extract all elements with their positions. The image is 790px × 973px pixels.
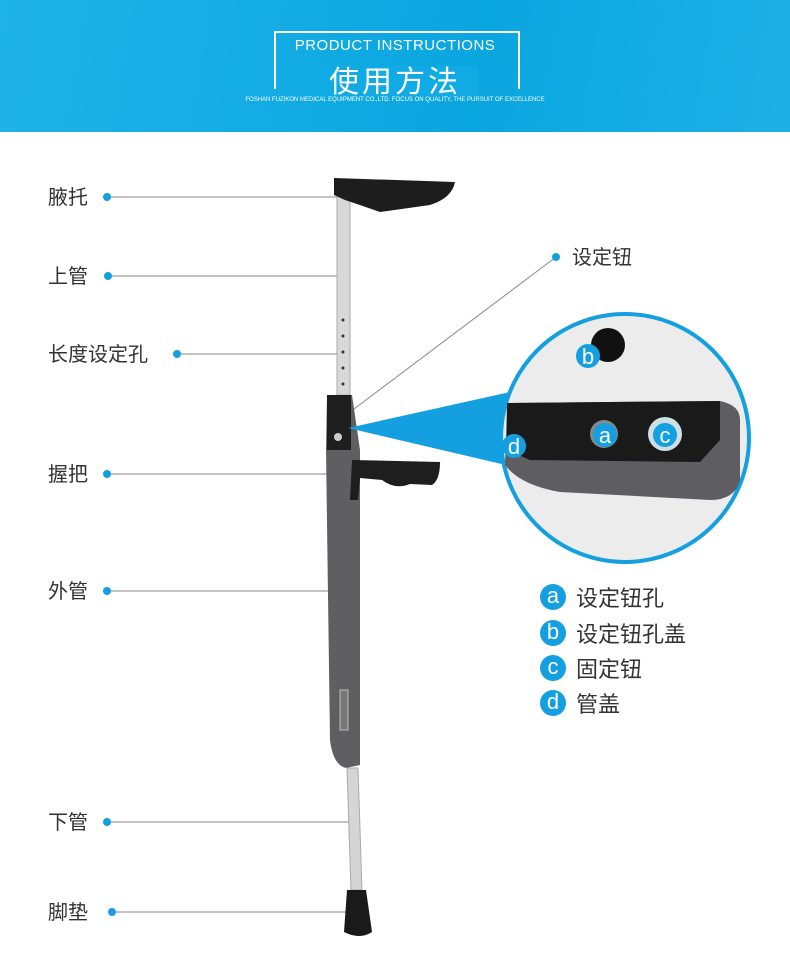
part-label-foot-pad: 脚垫 bbox=[48, 900, 88, 924]
leader-lines bbox=[107, 196, 557, 913]
svg-text:c: c bbox=[660, 423, 671, 448]
legend-badge: d bbox=[540, 690, 566, 716]
part-label-handle: 握把 bbox=[48, 462, 88, 486]
legend-item-d: d 管盖 bbox=[540, 687, 620, 719]
legend-item-a: a 设定钮孔 bbox=[540, 581, 664, 613]
part-label-set-button: 设定钮 bbox=[572, 245, 632, 269]
callout-badges bbox=[502, 344, 677, 458]
svg-text:a: a bbox=[599, 423, 612, 448]
title-cn: 使用方法 bbox=[329, 65, 461, 100]
svg-text:b: b bbox=[582, 344, 594, 369]
legend-label: 设定钮孔 bbox=[576, 587, 665, 612]
legend-badge: c bbox=[540, 655, 566, 681]
part-label-upper-tube: 上管 bbox=[48, 264, 88, 288]
legend-item-b: b 设定钮孔盖 bbox=[540, 617, 686, 649]
part-label-length-holes: 长度设定孔 bbox=[48, 342, 148, 366]
part-label-outer-tube: 外管 bbox=[48, 579, 88, 603]
subtitle: FOSHAN FUZIKON MEDICAL EQUIPMENT CO.,LTD… bbox=[245, 97, 545, 103]
legend-label: 设定钮孔盖 bbox=[576, 623, 687, 648]
title-frame bbox=[274, 31, 520, 89]
svg-text:d: d bbox=[508, 434, 520, 459]
part-label-lower-tube: 下管 bbox=[48, 810, 88, 834]
legend-badge: a bbox=[540, 584, 566, 610]
header-banner: PRODUCT INSTRUCTIONS 使用方法 FOSHAN FUZIKON… bbox=[0, 0, 790, 132]
title-frame-gap bbox=[312, 66, 478, 96]
legend-badge: b bbox=[540, 620, 566, 646]
legend-item-c: c 固定钮 bbox=[540, 652, 642, 684]
part-label-armrest: 腋托 bbox=[48, 185, 88, 209]
leader-dots bbox=[103, 193, 560, 916]
legend-label: 固定钮 bbox=[576, 658, 643, 683]
title-en: PRODUCT INSTRUCTIONS bbox=[294, 37, 496, 54]
legend-label: 管盖 bbox=[576, 693, 621, 718]
